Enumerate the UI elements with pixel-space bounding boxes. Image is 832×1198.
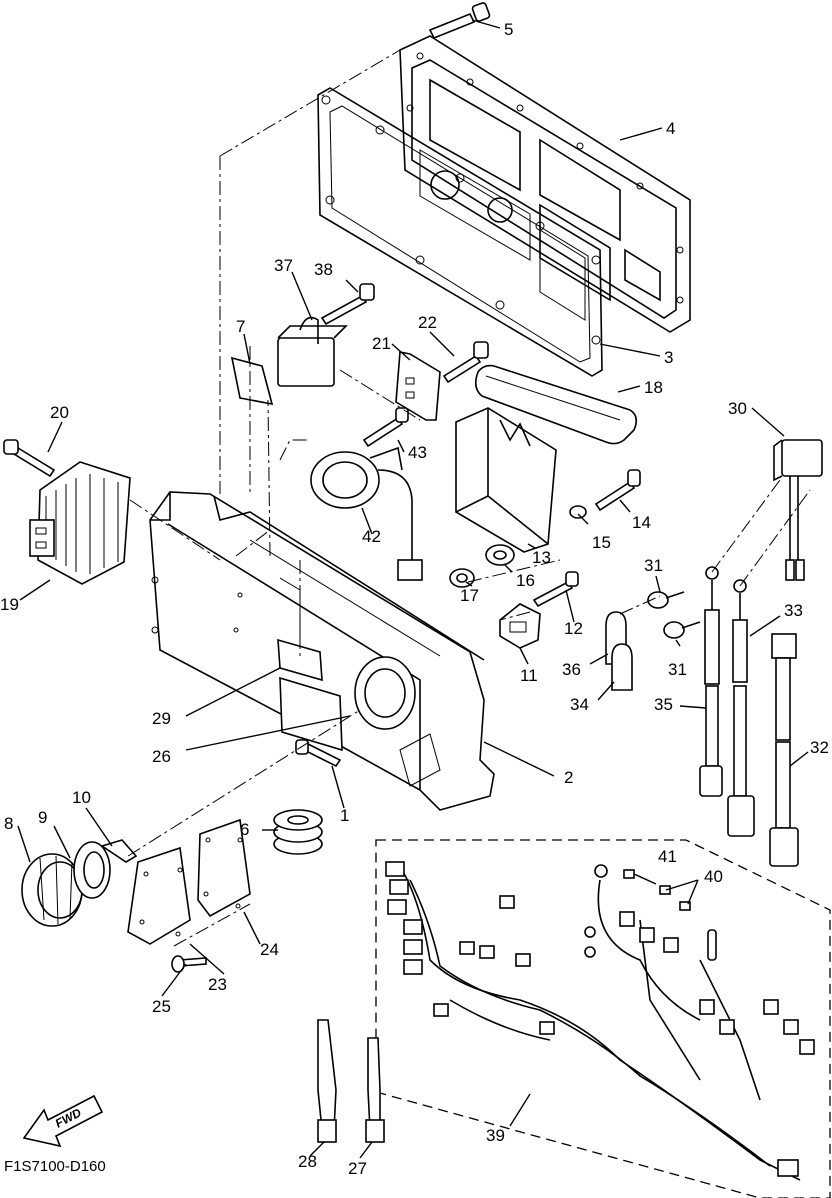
callout-2: 2: [564, 768, 573, 787]
callout-36: 36: [562, 660, 581, 679]
center-lines: [127, 49, 811, 947]
harness-boundary: [375, 839, 831, 1198]
callout-13: 13: [532, 548, 551, 567]
terminal-40b: [679, 901, 691, 911]
callout-5: 5: [504, 20, 513, 39]
callout-38: 38: [314, 260, 333, 279]
callout-24: 24: [260, 940, 279, 959]
screw-12: [532, 571, 579, 608]
screw-20: [3, 439, 56, 478]
callout-21: 21: [372, 334, 391, 353]
bushing: [273, 809, 323, 855]
callout-8: 8: [4, 814, 13, 833]
callout-10: 10: [72, 788, 91, 807]
callout-17: 17: [460, 586, 479, 605]
callout-18: 18: [644, 378, 663, 397]
callout-33: 33: [784, 601, 803, 620]
callout-9: 9: [38, 808, 47, 827]
callout-22: 22: [418, 313, 437, 332]
label-26: [279, 676, 343, 752]
callout-41: 41: [658, 847, 677, 866]
callout-32: 32: [810, 738, 829, 757]
terminal-41: [623, 869, 635, 879]
cdi-unit: [455, 407, 557, 553]
callout-40: 40: [704, 867, 723, 886]
callout-16: 16: [516, 571, 535, 590]
callout-26: 26: [152, 747, 171, 766]
callout-6: 6: [240, 820, 249, 839]
plate-23: [127, 846, 191, 945]
callout-42: 42: [362, 527, 381, 546]
connector-30: [773, 439, 823, 581]
callout-15: 15: [592, 533, 611, 552]
screw-38: [320, 283, 375, 326]
grommet-16: [485, 544, 515, 566]
callout-37: 37: [274, 256, 293, 275]
callout-23: 23: [208, 975, 227, 994]
gasket: [317, 87, 603, 377]
callout-31b: 31: [668, 660, 687, 679]
callout-19: 19: [0, 595, 19, 614]
label-29: [277, 638, 323, 682]
callout-4: 4: [666, 119, 675, 138]
callout-31a: 31: [644, 556, 663, 575]
leader-lines: [17, 19, 809, 1159]
bracket-11: [499, 603, 541, 649]
lead-32: [769, 633, 799, 867]
cap: [21, 853, 83, 927]
callout-27: 27: [348, 1159, 367, 1178]
screw-14: [594, 469, 641, 512]
callout-29: 29: [152, 709, 171, 728]
callout-28: 28: [298, 1152, 317, 1171]
clip: [100, 839, 138, 863]
diagram-code: F1S7100-D160: [4, 1158, 106, 1175]
screw-1: [295, 739, 342, 768]
screw-22: [442, 341, 489, 384]
terminal-40a: [659, 885, 671, 895]
callout-20: 20: [50, 403, 69, 422]
rectifier-regulator: [29, 461, 131, 585]
lead-33: [727, 579, 755, 837]
bolt-31b: [663, 621, 701, 639]
bolt-31a: [647, 591, 685, 609]
pad: [230, 356, 274, 406]
plate-24: [197, 818, 251, 918]
sensor-assembly: [310, 446, 423, 581]
ring: [73, 841, 111, 899]
cable-tie-27: [365, 1037, 385, 1143]
callout-11: 11: [520, 666, 538, 685]
cap-34: [611, 643, 633, 691]
lead-35: [699, 566, 723, 797]
callout-1: 1: [340, 806, 349, 825]
callout-3: 3: [664, 348, 673, 367]
bracket: [395, 351, 441, 421]
relay: [277, 316, 348, 387]
band: [474, 364, 638, 445]
callout-12: 12: [564, 619, 583, 638]
callout-labels: 5 4 3 37 38 7 22 21 18 20 43 30 19 42 14…: [0, 20, 829, 1178]
washer-15: [569, 505, 587, 519]
wire-harness: [385, 861, 815, 1181]
electrical-box: [149, 491, 495, 811]
callout-7: 7: [236, 317, 245, 336]
screw-25: [171, 955, 207, 973]
cover-plate: [399, 35, 691, 333]
callout-30: 30: [728, 399, 747, 418]
callout-34: 34: [570, 695, 589, 714]
screw-43: [362, 407, 409, 448]
callout-25: 25: [152, 997, 171, 1016]
forward-direction-indicator: FWD: [22, 1094, 104, 1148]
callout-35: 35: [654, 695, 673, 714]
callout-14: 14: [632, 513, 651, 532]
cable-tie-28: [317, 1019, 337, 1143]
callout-43: 43: [408, 443, 427, 462]
callout-39: 39: [486, 1126, 505, 1145]
screw-5: [428, 2, 491, 40]
